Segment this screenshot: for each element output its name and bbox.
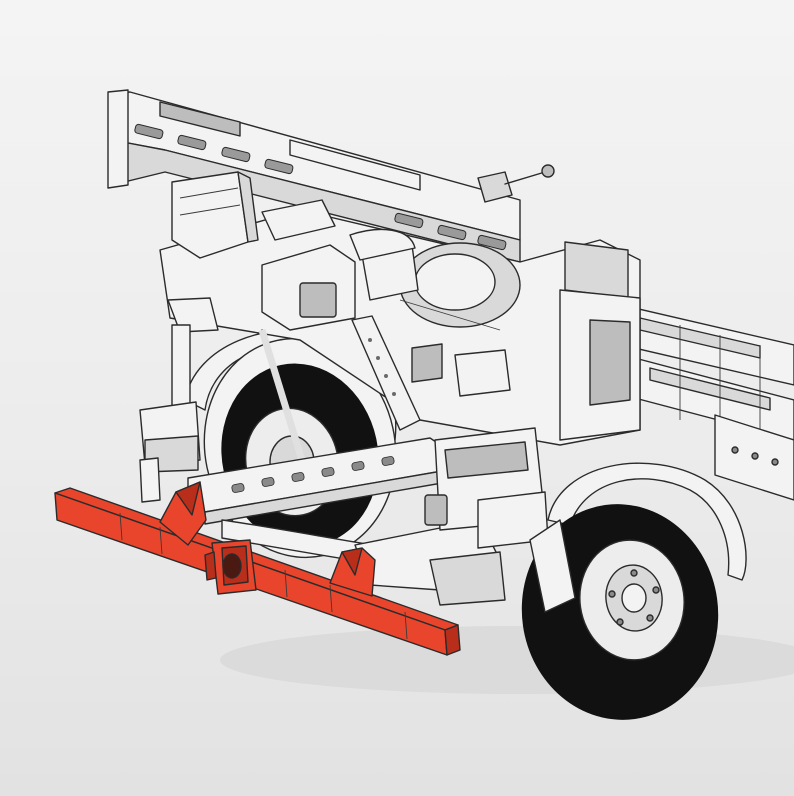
chassis-frame	[599, 299, 794, 501]
left-suspension	[139, 297, 312, 503]
engine-block	[159, 171, 641, 446]
bumper-bracket-right	[329, 547, 376, 597]
front-wheel-right	[521, 462, 747, 720]
front-bumper-highlighted	[54, 481, 461, 656]
bumper-end-cap	[444, 624, 461, 656]
front-cross-member	[187, 427, 576, 613]
